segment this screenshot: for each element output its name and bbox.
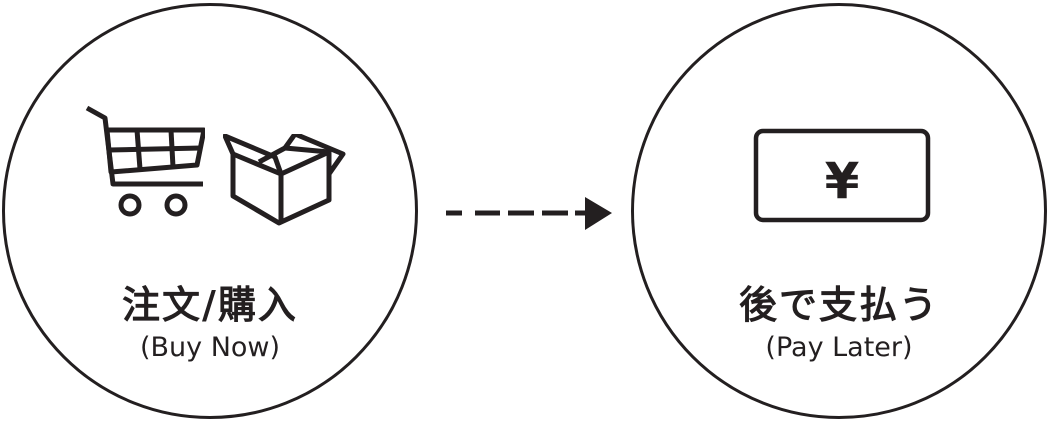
open-box-icon: [223, 134, 346, 226]
shopping-cart-icon: [85, 105, 205, 217]
step-buy-now: 注文/購入 (Buy Now): [2, 3, 418, 419]
yen-bill-icon: ¥: [753, 128, 931, 223]
yen-glyph: ¥: [825, 152, 860, 210]
dashed-arrow-right-icon: [446, 197, 612, 230]
step-pay-later: ¥ 後で支払う (Pay Later): [631, 3, 1047, 419]
step-subtitle: (Buy Now): [139, 332, 281, 363]
step-title: 注文/購入: [122, 283, 298, 327]
step-subtitle: (Pay Later): [765, 332, 913, 363]
step-title: 後で支払う: [738, 283, 939, 327]
